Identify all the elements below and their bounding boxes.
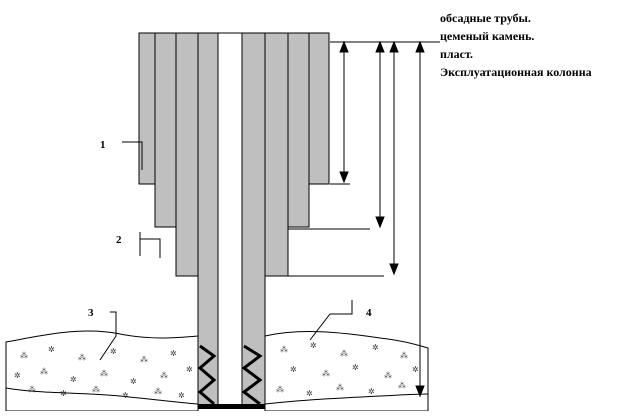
svg-text:⁂: ⁂ <box>40 367 48 376</box>
svg-text:⁂: ⁂ <box>160 371 168 380</box>
leader-4 <box>309 300 353 341</box>
well-bottom <box>198 404 265 409</box>
legend-formation: пласт. <box>440 47 473 61</box>
svg-text:✲: ✲ <box>372 343 379 352</box>
svg-text:⁂: ⁂ <box>384 371 392 380</box>
svg-text:✲: ✲ <box>14 371 21 380</box>
svg-text:⁂: ⁂ <box>78 353 86 362</box>
svg-text:✲: ✲ <box>60 389 67 398</box>
svg-text:✲: ✲ <box>122 391 129 400</box>
svg-text:⁂: ⁂ <box>400 351 408 360</box>
formation-speckles: ⁂ ✲ ⁂ ✲ ⁂ ✲ ✲ ⁂ ✲ ⁂ ✲ ⁂ ✲ ⁂ ✲ ⁂ ✲ ⁂ ✲ ⁂ ✲ ⁂ ✲ ⁂ ✲ ⁂ ✲ ⁂ ✲ ⁂… <box>14 341 419 400</box>
svg-text:✲: ✲ <box>290 365 297 374</box>
svg-text:⁂: ⁂ <box>322 369 330 378</box>
svg-text:⁂: ⁂ <box>92 385 100 394</box>
svg-text:⁂: ⁂ <box>398 381 406 390</box>
svg-text:⁂: ⁂ <box>20 351 28 360</box>
leader-2b <box>140 238 161 258</box>
formation-layer-right <box>264 331 429 412</box>
svg-text:✲: ✲ <box>352 363 359 372</box>
legend-cement-stone: цеменый камень. <box>440 29 534 43</box>
formation-bottom-left <box>5 387 199 405</box>
svg-text:⁂: ⁂ <box>154 387 162 396</box>
svg-text:✲: ✲ <box>130 377 137 386</box>
svg-text:✲: ✲ <box>170 349 177 358</box>
svg-text:✲: ✲ <box>48 345 55 354</box>
svg-text:⁂: ⁂ <box>100 369 108 378</box>
svg-text:⁂: ⁂ <box>340 349 348 358</box>
formation-layer <box>5 330 199 412</box>
svg-text:✲: ✲ <box>178 391 185 400</box>
formation-bottom-right <box>264 393 429 405</box>
svg-text:⁂: ⁂ <box>276 385 284 394</box>
svg-text:✲: ✲ <box>368 387 375 396</box>
label-3: 3 <box>88 307 94 319</box>
leader-3 <box>99 311 117 361</box>
svg-text:✲: ✲ <box>70 375 77 384</box>
svg-text:⁂: ⁂ <box>336 383 344 392</box>
well-bore <box>217 32 243 408</box>
perforation-zone <box>197 344 263 406</box>
legend-production-string: Эксплуатационная колонна <box>440 65 592 79</box>
leader-1 <box>122 141 143 170</box>
casing-wall-lines <box>154 33 310 276</box>
svg-text:✲: ✲ <box>186 365 193 374</box>
svg-text:⁂: ⁂ <box>140 355 148 364</box>
svg-text:⁂: ⁂ <box>28 385 36 394</box>
label-2: 2 <box>116 234 122 246</box>
svg-text:✲: ✲ <box>306 389 313 398</box>
label-4: 4 <box>366 307 372 319</box>
svg-text:✲: ✲ <box>110 347 117 356</box>
svg-text:✲: ✲ <box>412 365 419 374</box>
dimension-lines <box>288 40 440 398</box>
legend-casing-pipes: обсадные трубы. <box>440 11 531 25</box>
label-1: 1 <box>100 139 106 151</box>
svg-text:✲: ✲ <box>310 341 317 350</box>
svg-text:⁂: ⁂ <box>280 345 288 354</box>
